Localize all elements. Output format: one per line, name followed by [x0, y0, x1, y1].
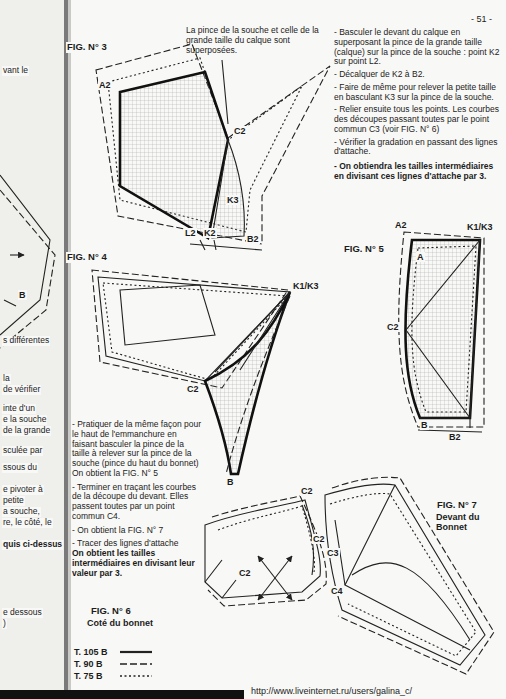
point-label: K1/K3 — [466, 222, 494, 232]
text-label: de la grande — [2, 426, 51, 436]
point-label: A2 — [394, 220, 408, 230]
text-label: petite — [2, 496, 25, 506]
point-label: Coté du bonnet — [86, 618, 154, 628]
point-label: FIG. N° 3 — [66, 42, 108, 53]
body-text: - Basculer le devant du calque en superp… — [334, 28, 500, 67]
point-label: B2 — [246, 234, 260, 244]
point-label: C2 — [238, 568, 252, 578]
point-label: C2 — [312, 534, 326, 544]
text-label: ) — [2, 619, 7, 629]
text-label: e la souche — [2, 415, 47, 425]
legend-text: T. 105 B — [74, 647, 118, 657]
text-label: re, le côté, le — [2, 518, 53, 528]
text-label: vant le — [2, 66, 29, 76]
point-label: C2 — [386, 322, 400, 332]
text-label: e dessous — [2, 608, 43, 618]
point-label: C3 — [326, 548, 340, 558]
text-label: e pivoter à — [2, 485, 44, 495]
legend-line-sample — [118, 648, 154, 656]
point-label: K3 — [226, 195, 240, 205]
point-label: K1/K3 — [292, 281, 320, 291]
point-label: A — [416, 252, 425, 262]
legend-entry: T. 75 B — [74, 670, 154, 682]
point-label: FIG. N° 6 — [90, 606, 132, 617]
body-text: - Décalquer de K2 à B2. — [334, 70, 500, 80]
legend-line-sample — [118, 660, 154, 668]
point-label: B — [226, 477, 235, 487]
legend-entry: T. 90 B — [74, 658, 154, 670]
text-label: s différentes — [2, 336, 50, 346]
legend-text: T. 75 B — [74, 671, 118, 681]
text-label: sculée par — [2, 446, 43, 456]
point-label: C4 — [330, 586, 344, 596]
text-label: http://www.liveinternet.ru/users/galina_… — [250, 686, 413, 696]
point-label: A2 — [98, 80, 112, 90]
body-text: Devant du Bonnet — [436, 512, 496, 533]
point-label: B — [18, 290, 27, 300]
body-text: - Pratiquer de la même façon pour le hau… — [72, 420, 202, 479]
body-text: - Tracer des lignes d'attache — [72, 539, 202, 549]
text-label: a souche, — [2, 507, 41, 517]
point-label: C2 — [233, 126, 247, 136]
point-label: C2 — [300, 486, 314, 496]
body-text: - On obtient la FIG. N° 7 — [72, 526, 202, 536]
point-label: FIG. N° 7 — [436, 500, 478, 511]
point-label: C2 — [186, 384, 200, 394]
body-text: - Faire de même pour relever la petite t… — [334, 83, 500, 103]
point-label: B2 — [448, 432, 462, 442]
point-label: FIG. N° 4 — [66, 252, 108, 263]
text-label: - 51 - — [470, 14, 493, 24]
body-text: - Vérifier la gradation en passant des l… — [334, 138, 500, 158]
legend-line-sample — [118, 672, 154, 680]
legend-entry: T. 105 B — [74, 646, 154, 658]
legend-text: T. 90 B — [74, 659, 118, 669]
body-text: - Relier ensuite tous les points. Les co… — [334, 105, 500, 134]
text-label: inte d'un — [2, 404, 36, 414]
body-text: On obtient les tailles intermédiaires en… — [72, 549, 200, 578]
text-label: de vérifier — [2, 385, 41, 395]
body-text: - Terminer en traçant les courbes de la … — [72, 483, 202, 522]
point-label: quis ci-dessus — [2, 540, 63, 550]
size-legend: T. 105 B T. 90 B T. 75 B — [74, 646, 154, 682]
point-label: L2 — [184, 228, 197, 238]
body-text: La pince de la souche et celle de la gra… — [186, 26, 328, 55]
point-label: K2 — [203, 228, 217, 238]
text-label: ssous du — [2, 463, 38, 473]
text-label: la — [2, 374, 11, 384]
point-label: FIG. N° 5 — [343, 244, 385, 255]
body-text: - On obtiendra les tailles intermédiaire… — [334, 162, 500, 182]
point-label: B — [420, 420, 429, 430]
